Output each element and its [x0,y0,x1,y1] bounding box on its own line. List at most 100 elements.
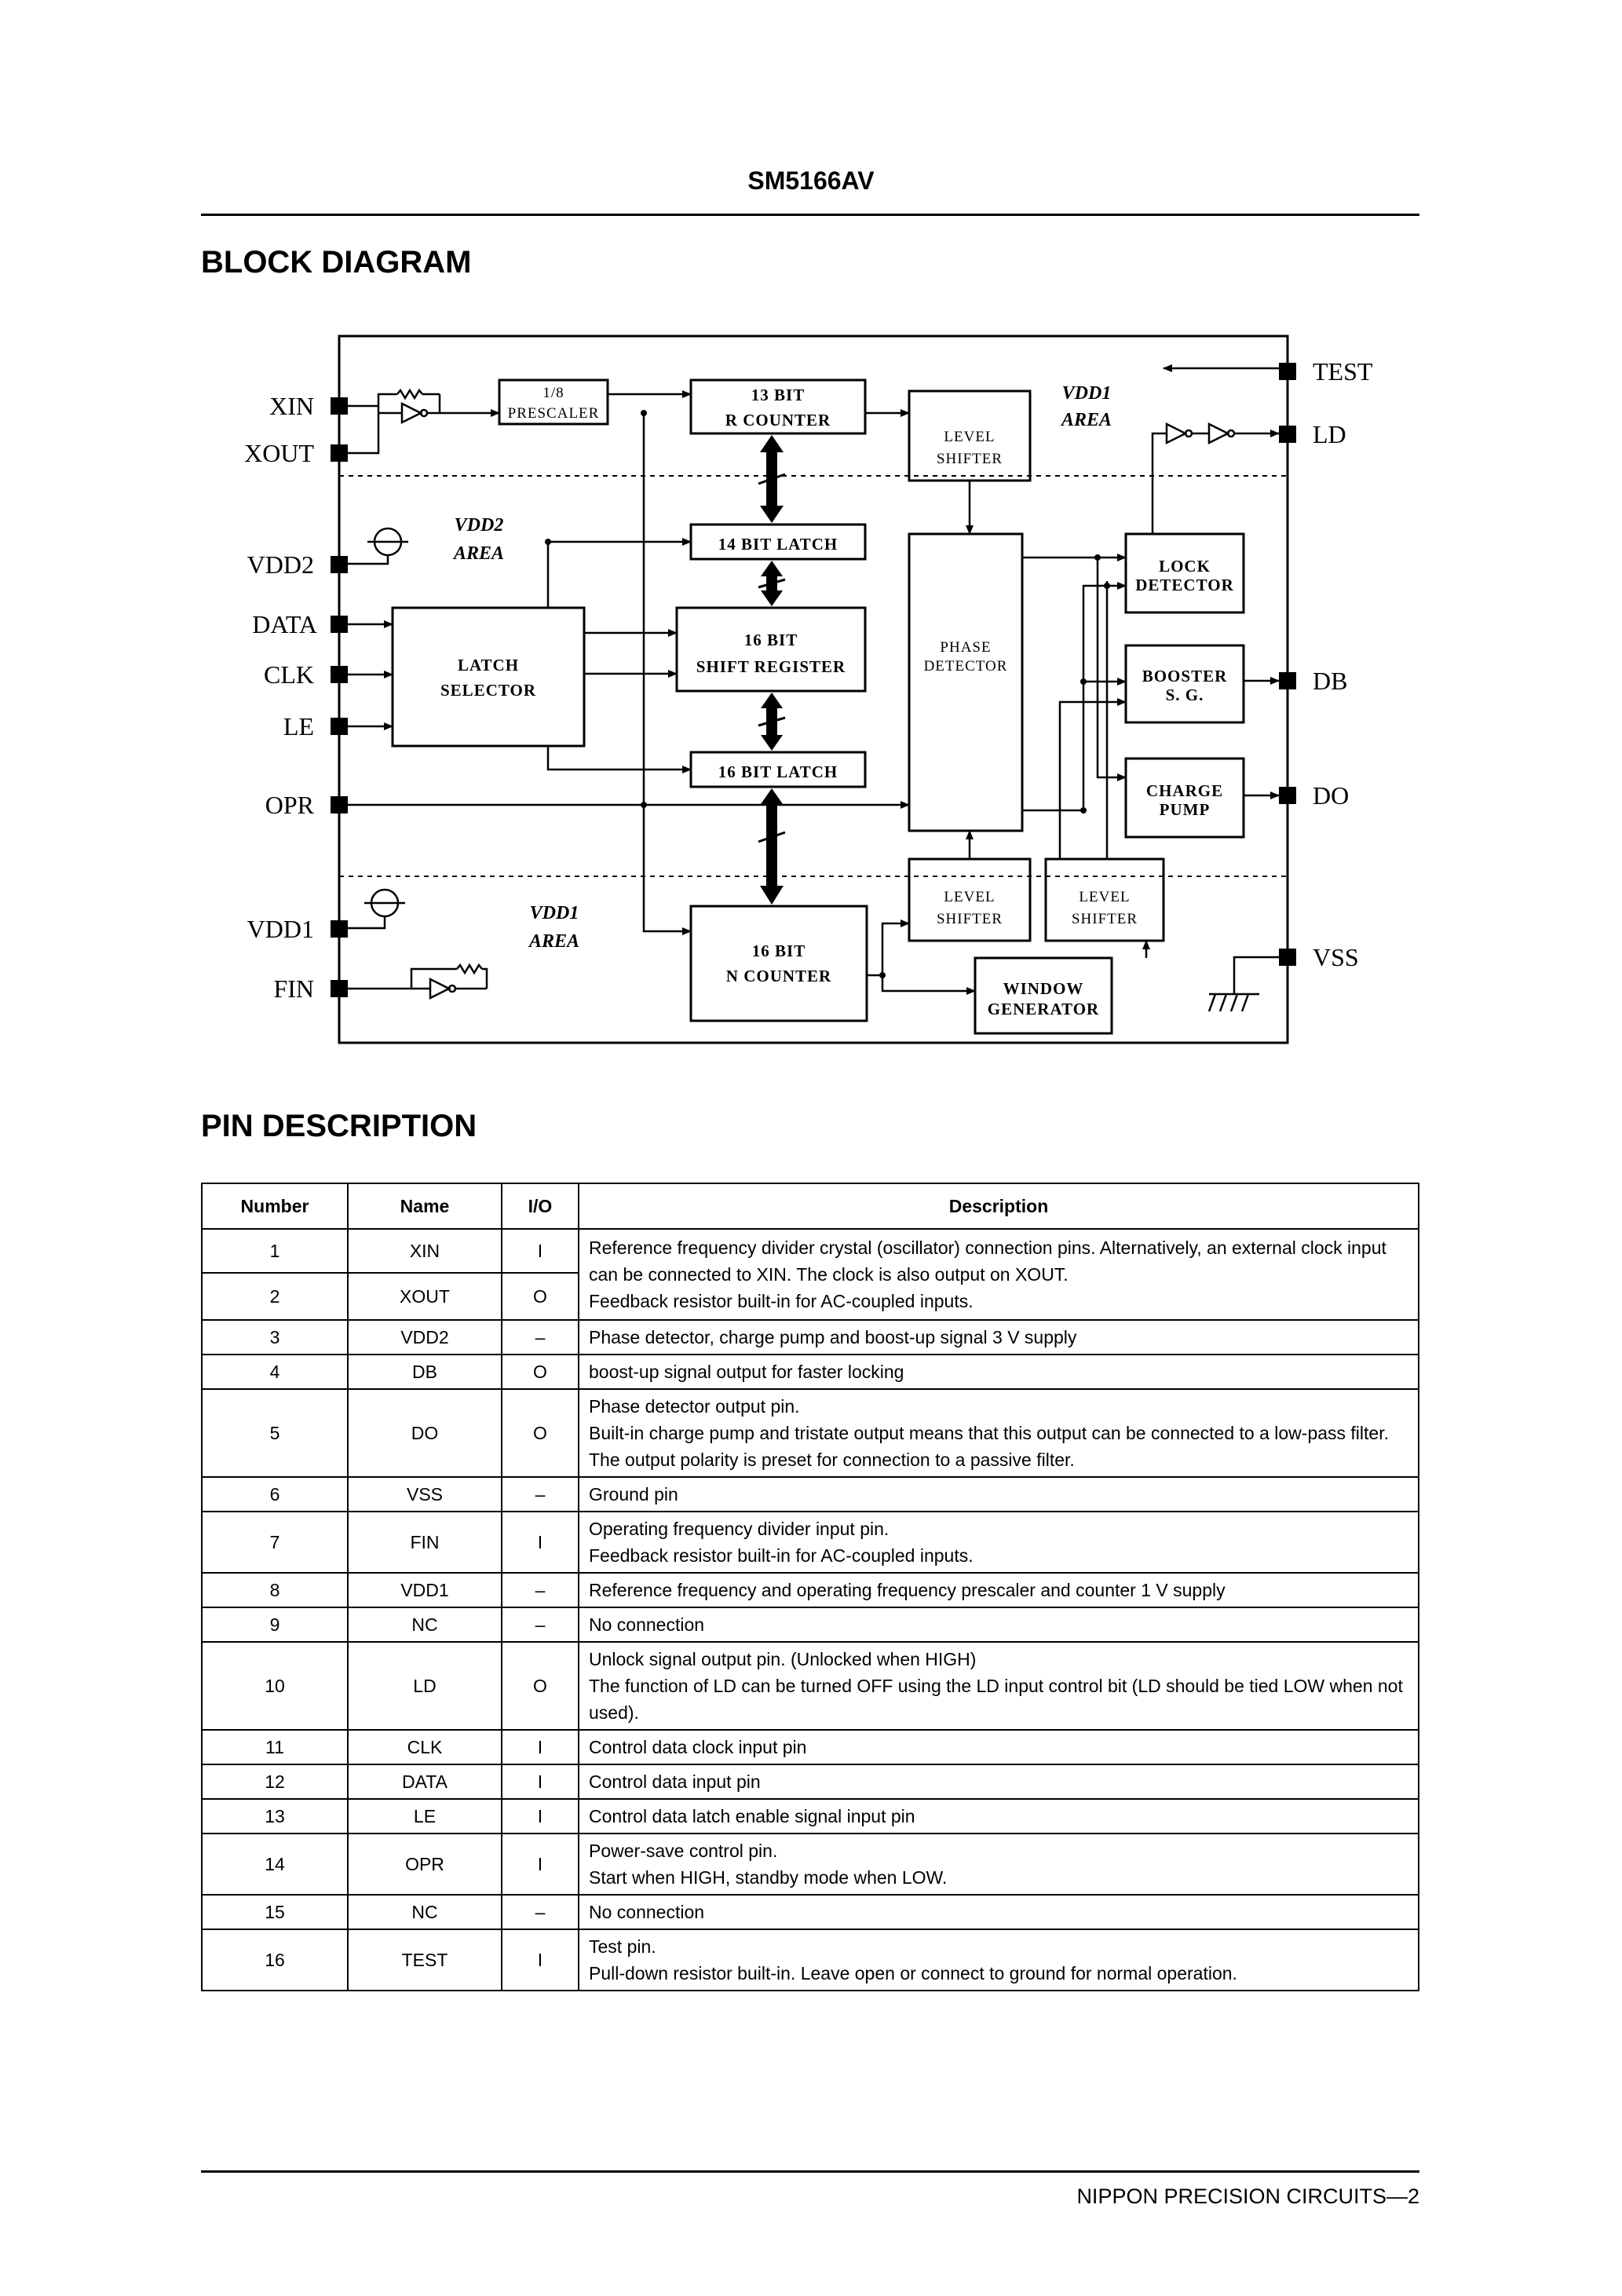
pin-name: CLK [347,1729,502,1765]
svg-text:SHIFTER: SHIFTER [1072,911,1138,927]
svg-text:1/8: 1/8 [542,385,564,401]
column-header-number: Number [201,1183,349,1230]
prescaler-block: 1/8 PRESCALER [498,378,609,426]
pin-description: Reference frequency and operating freque… [578,1572,1419,1608]
svg-text:VDD1: VDD1 [1062,383,1112,404]
ld-output-buffers [1151,364,1280,534]
regulator-symbol-vdd1 [348,888,405,930]
pin-name: VDD2 [347,1319,502,1355]
pin-number: 16 [201,1929,349,1991]
pin-io: O [501,1354,579,1390]
pin-name: LD [347,1641,502,1731]
column-header-io: I/O [501,1183,579,1230]
svg-text:N COUNTER: N COUNTER [726,967,831,985]
svg-text:VDD1: VDD1 [247,915,314,943]
svg-text:LD: LD [1313,420,1346,448]
pin-db: DB [1279,667,1347,695]
pin-io: O [501,1641,579,1731]
pin-vdd2: VDD2 [247,550,348,579]
header-rule [201,214,1419,216]
pin-description: Ground pin [578,1476,1419,1512]
table-row: 11 CLK I Control data clock input pin [201,1729,1419,1765]
table-row: 9 NC – No connection [201,1607,1419,1643]
table-row: 1 XIN I Reference frequency divider crys… [201,1228,1419,1321]
pin-name: TEST [347,1929,502,1991]
block-diagram: XIN XOUT VDD2 DATA CLK LE OPR VDD1 FIN T… [244,335,1373,1044]
pin-number: 15 [201,1894,349,1930]
table-row: 14 OPR I Power-save control pin. Start w… [201,1833,1419,1896]
pin-number: 7 [201,1511,349,1574]
table-row: 15 NC – No connection [201,1894,1419,1930]
pin-description: boost-up signal output for faster lockin… [578,1354,1419,1390]
pin-name: DB [347,1354,502,1390]
pin-io: – [501,1607,579,1643]
pin-xout: XOUT [244,439,348,467]
svg-text:VDD2: VDD2 [455,515,504,536]
area-label-vdd2: VDD2 AREA [452,515,504,564]
wire-junctions [545,410,1110,978]
pin-name: DO [347,1388,502,1478]
pin-description: Unlock signal output pin. (Unlocked when… [578,1641,1419,1731]
shift-register-block: 16 BIT SHIFT REGISTER [675,606,867,693]
svg-text:XOUT: XOUT [244,439,314,467]
pin-io: – [501,1319,579,1355]
svg-text:DETECTOR: DETECTOR [924,658,1008,675]
svg-text:GENERATOR: GENERATOR [988,1000,1099,1018]
pin-do: DO [1279,781,1349,810]
pin-clk: CLK [264,660,348,689]
pin-description: No connection [578,1894,1419,1930]
pin-xin: XIN [269,392,348,420]
pin-vss: VSS [1279,943,1359,971]
fin-inverter [348,963,488,1000]
pin-io: O [501,1388,579,1478]
svg-text:PHASE: PHASE [940,639,991,656]
pin-description: Control data latch enable signal input p… [578,1798,1419,1834]
pin-name: XIN [347,1228,502,1274]
svg-text:LEVEL: LEVEL [944,889,995,905]
svg-text:OPR: OPR [265,791,315,819]
latch-16bit-block: 16 BIT LATCH [689,751,867,788]
table-row: 16 TEST I Test pin. Pull-down resistor b… [201,1929,1419,1991]
level-shifter-top-block: LEVEL SHIFTER [908,389,1032,482]
charge-pump-block: CHARGE PUMP [1124,757,1245,839]
data-buses [758,435,786,905]
pin-io: I [501,1764,579,1800]
pin-description: Phase detector output pin. Built-in char… [578,1388,1419,1478]
pin-description: Operating frequency divider input pin. F… [578,1511,1419,1574]
pin-name: FIN [347,1511,502,1574]
pin-number: 10 [201,1641,349,1731]
pin-io: I [501,1798,579,1834]
pin-io: O [501,1272,579,1321]
pin-number: 14 [201,1833,349,1896]
pin-name: NC [347,1607,502,1643]
table-header-row: Number Name I/O Description [201,1183,1419,1230]
area-label-vdd1-top: VDD1 AREA [1060,383,1112,430]
table-row: 13 LE I Control data latch enable signal… [201,1798,1419,1834]
svg-text:16 BIT LATCH: 16 BIT LATCH [718,762,838,781]
part-number: SM5166AV [747,166,875,195]
level-shifter-bottom-right-block: LEVEL SHIFTER [1044,857,1165,942]
svg-text:SHIFTER: SHIFTER [937,451,1003,467]
svg-text:SELECTOR: SELECTOR [440,681,536,700]
lock-detector-block: LOCK DETECTOR [1124,532,1245,614]
table-row: 2 XOUT O [201,1272,1419,1321]
svg-text:SHIFTER: SHIFTER [937,911,1003,927]
pin-name: LE [347,1798,502,1834]
pin-description: Test pin. Pull-down resistor built-in. L… [578,1929,1419,1991]
pin-le: LE [283,712,348,740]
svg-text:DETECTOR: DETECTOR [1135,576,1233,594]
n-counter-block: 16 BIT N COUNTER [689,905,868,1022]
pin-vdd1: VDD1 [247,915,348,943]
level-shifter-bottom-left-block: LEVEL SHIFTER [908,857,1032,942]
svg-text:S. G.: S. G. [1166,686,1204,704]
pin-io: I [501,1729,579,1765]
pin-name: NC [347,1894,502,1930]
latch-selector-block: LATCH SELECTOR [391,606,586,748]
svg-text:AREA: AREA [528,931,579,952]
pin-number: 8 [201,1572,349,1608]
pin-number: 11 [201,1729,349,1765]
pin-number: 4 [201,1354,349,1390]
area-label-vdd1-bottom: VDD1 AREA [528,903,579,952]
pin-test: TEST [1279,357,1373,386]
pin-description-title: PIN DESCRIPTION [201,1109,477,1143]
